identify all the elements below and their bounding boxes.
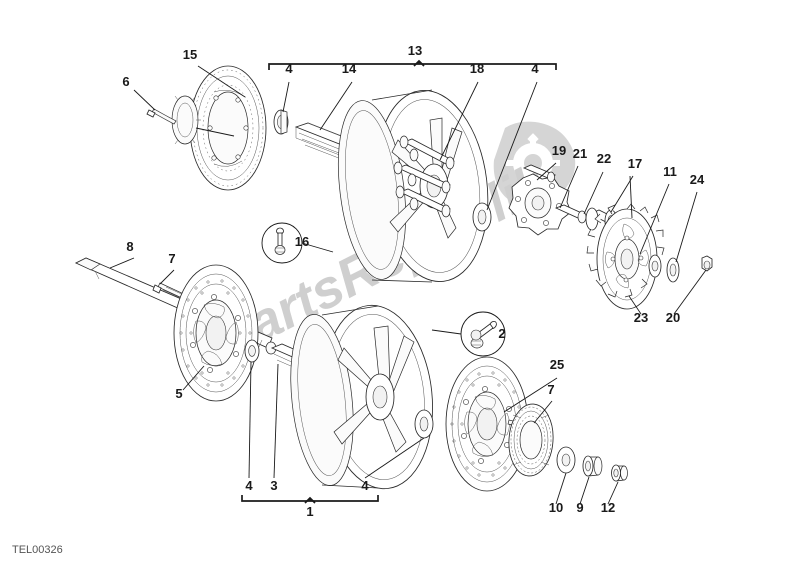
callout-8: 8 bbox=[126, 239, 133, 254]
callout-17: 17 bbox=[628, 156, 642, 171]
callout-3: 3 bbox=[270, 478, 277, 493]
detail-circle-valve-front bbox=[431, 311, 506, 357]
drawing-code: TEL00326 bbox=[12, 544, 63, 556]
callout-15: 15 bbox=[183, 47, 197, 62]
valve-stem-2 bbox=[470, 320, 497, 349]
callout-7-right: 7 bbox=[547, 382, 554, 397]
callout-4-bottom-left: 4 bbox=[245, 478, 253, 493]
part-axle-spacer-9 bbox=[582, 455, 603, 477]
part-axle-spacer-12 bbox=[611, 464, 628, 482]
callout-14: 14 bbox=[342, 61, 357, 76]
part-washer-10b bbox=[556, 446, 576, 474]
part-spacer-19 bbox=[522, 164, 557, 183]
callout-2: 2 bbox=[498, 326, 505, 341]
part-speedo-drive-10 bbox=[508, 403, 554, 477]
callout-11: 11 bbox=[663, 164, 677, 179]
part-rear-wheel bbox=[338, 89, 492, 283]
part-rear-sprocket bbox=[586, 203, 665, 310]
callout-10: 10 bbox=[549, 500, 563, 515]
callout-5: 5 bbox=[175, 386, 182, 401]
part-front-brake-disc-left bbox=[173, 264, 259, 402]
part-rear-brake-disc bbox=[169, 65, 267, 191]
callout-13: 13 bbox=[408, 43, 422, 58]
disc-drill-holes bbox=[179, 279, 252, 387]
bracket-front-assembly bbox=[241, 495, 379, 504]
part-sprocket-carrier bbox=[508, 164, 572, 236]
callout-4-bottom-right: 4 bbox=[361, 478, 369, 493]
callout-16: 16 bbox=[295, 234, 309, 249]
callout-numbers: 15 6 13 4 14 18 4 19 21 22 17 11 24 23 2… bbox=[122, 43, 705, 519]
callout-9: 9 bbox=[576, 500, 583, 515]
callout-20: 20 bbox=[666, 310, 680, 325]
part-washer-11 bbox=[648, 254, 662, 278]
callout-21: 21 bbox=[573, 146, 587, 161]
bracket-rear-assembly bbox=[268, 59, 557, 70]
part-axle-nut-20 bbox=[701, 255, 713, 272]
callout-18: 18 bbox=[470, 61, 484, 76]
callout-19: 19 bbox=[552, 143, 566, 158]
part-bearing-top-left bbox=[273, 109, 289, 135]
callout-22: 22 bbox=[597, 151, 611, 166]
callout-4-top-left: 4 bbox=[285, 61, 293, 76]
callout-12: 12 bbox=[601, 500, 615, 515]
callout-6: 6 bbox=[122, 74, 129, 89]
callout-4-top-right: 4 bbox=[531, 61, 539, 76]
callout-1: 1 bbox=[306, 504, 313, 519]
part-front-bearing-left bbox=[244, 339, 260, 363]
callout-24: 24 bbox=[690, 172, 705, 187]
valve-stem-16 bbox=[274, 227, 286, 255]
detail-circle-valve-rear bbox=[261, 222, 334, 264]
callout-7-left: 7 bbox=[168, 251, 175, 266]
part-front-wheel bbox=[290, 304, 434, 490]
callout-23: 23 bbox=[634, 310, 648, 325]
callout-25: 25 bbox=[550, 357, 564, 372]
leader-lines bbox=[109, 65, 707, 505]
part-lock-washer-24 bbox=[666, 257, 680, 283]
